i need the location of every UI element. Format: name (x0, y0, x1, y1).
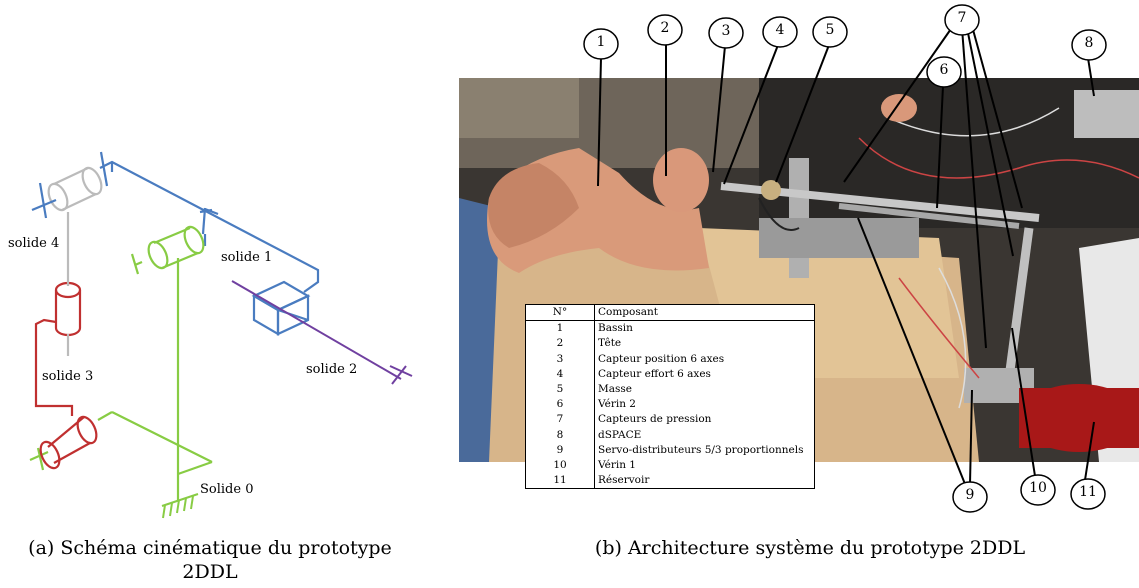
row-number: 6 (525, 397, 595, 413)
label-solide-0: Solide 0 (200, 482, 254, 497)
callout-2: 2 (660, 20, 670, 36)
label-solide-1: solide 1 (221, 250, 273, 265)
header-number: N° (525, 304, 595, 322)
callout-7: 7 (957, 10, 967, 26)
row-component: dSPACE (598, 428, 642, 441)
row-component: Bassin (598, 322, 633, 335)
solide-4-link (47, 166, 103, 356)
row-number: 11 (525, 473, 595, 489)
callout-6: 6 (939, 62, 949, 78)
solide-2-link (231, 280, 413, 385)
caption-a-line1: (a) Schéma cinématique du prototype (28, 537, 392, 559)
callout-5: 5 (825, 22, 835, 38)
row-component: Masse (598, 383, 633, 396)
prototype-photo (459, 78, 1139, 462)
label-solide-4: solide 4 (8, 236, 60, 251)
row-component: Tête (598, 337, 622, 350)
row-component: Servo-distributeurs 5/3 proportionnels (598, 443, 804, 456)
ground-symbol (161, 493, 199, 519)
row-component: Réservoir (598, 474, 650, 487)
callout-1: 1 (596, 34, 606, 50)
row-number: 1 (525, 320, 595, 337)
solide-3-link (34, 281, 98, 470)
row-component: Vérin 2 (598, 398, 636, 411)
caption-a: (a) Schéma cinématique du prototype 2DDL (0, 536, 420, 584)
row-number: 9 (525, 442, 595, 459)
callout-8: 8 (1084, 35, 1094, 51)
label-solide-2: solide 2 (306, 362, 358, 377)
row-number: 10 (525, 458, 595, 474)
kinematic-schema (29, 151, 413, 519)
solide-0-link (29, 225, 213, 500)
callout-4: 4 (775, 22, 785, 38)
callout-3: 3 (721, 23, 731, 39)
row-component: Vérin 1 (598, 459, 636, 472)
callout-11: 11 (1079, 484, 1097, 500)
caption-b: (b) Architecture système du prototype 2D… (594, 537, 1026, 559)
callout-9: 9 (965, 487, 975, 503)
row-number: 3 (525, 351, 595, 367)
solide-4-axis (31, 182, 57, 219)
header-component: Composant (594, 304, 815, 322)
row-component: Capteurs de pression (598, 413, 712, 426)
table-header-row: N° Composant (525, 304, 815, 322)
callout-10: 10 (1029, 480, 1047, 496)
row-number: 2 (525, 336, 595, 352)
row-number: 8 (525, 427, 595, 443)
caption-a-line2: 2DDL (182, 561, 238, 583)
row-component: Capteur effort 6 axes (598, 367, 711, 380)
row-component: Capteur position 6 axes (598, 352, 725, 365)
row-number: 4 (525, 366, 595, 383)
label-solide-3: solide 3 (42, 369, 94, 384)
row-number: 5 (525, 382, 595, 398)
row-number: 7 (525, 412, 595, 428)
